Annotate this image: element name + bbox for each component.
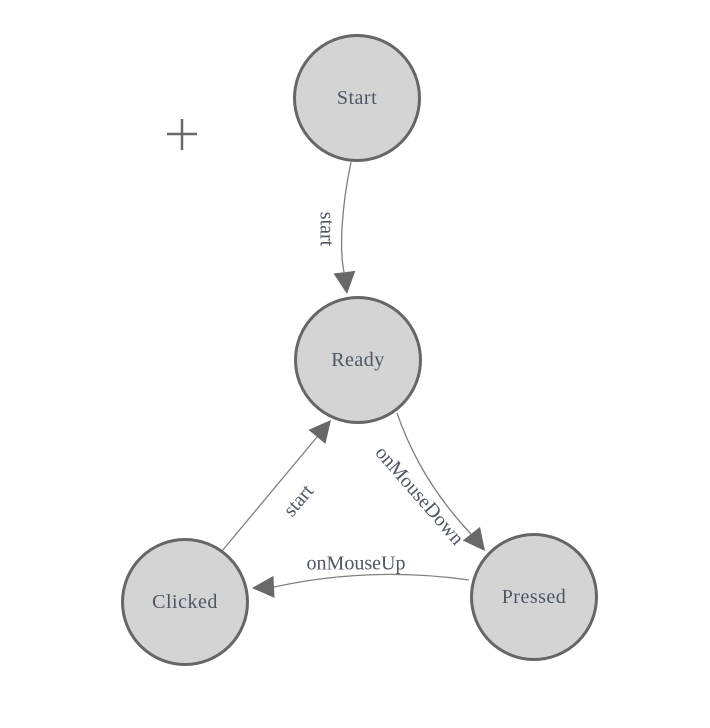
node-ready-label: Ready [331, 348, 385, 371]
edge-start-to-ready[interactable] [340, 161, 352, 273]
node-pressed-label: Pressed [501, 585, 567, 608]
node-clicked-label: Clicked [152, 590, 218, 613]
arrowhead-icon [252, 575, 275, 598]
crosshair-icon [167, 119, 197, 150]
arrowhead-icon [308, 420, 331, 444]
edge-ready-to-pressed[interactable] [396, 412, 472, 535]
node-ready[interactable]: Ready [294, 296, 422, 424]
node-start[interactable]: Start [293, 34, 421, 162]
edge-clicked-to-ready[interactable] [221, 436, 318, 552]
arrowhead-icon [462, 526, 485, 551]
edge-pressed-to-clicked[interactable] [273, 573, 470, 588]
node-pressed[interactable]: Pressed [470, 533, 598, 661]
node-start-label: Start [336, 86, 378, 109]
arrowhead-icon [333, 270, 356, 294]
node-clicked[interactable]: Clicked [121, 538, 249, 666]
